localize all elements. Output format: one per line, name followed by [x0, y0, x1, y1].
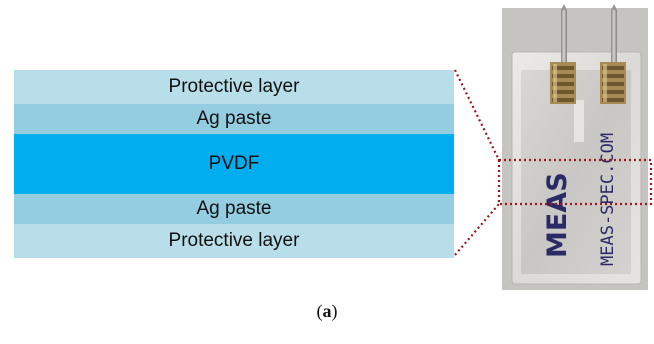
leader-line-bottom: [454, 203, 500, 256]
crimp-connector-right: [600, 62, 626, 104]
electrode-slot: [574, 100, 584, 142]
section-box: [497, 158, 653, 206]
lead-pin-left: [561, 10, 567, 70]
layer-ag-bottom: Ag paste: [14, 194, 454, 224]
sensor-url-text: MEAS-SPEC.COM: [598, 133, 618, 266]
lead-pin-right: [611, 10, 617, 70]
layer-pvdf: PVDF: [14, 134, 454, 194]
layer-label: Protective layer: [168, 76, 300, 97]
sensor-brand-text: MEAS: [542, 172, 573, 258]
layer-label: PVDF: [208, 153, 260, 174]
layer-label: Ag paste: [196, 108, 272, 129]
caption-open-paren: (: [316, 301, 323, 321]
sensor-electrode: [521, 70, 631, 274]
layer-label: Protective layer: [168, 230, 300, 251]
caption-letter: a: [322, 301, 332, 321]
layer-ag-top: Ag paste: [14, 104, 454, 134]
figure-caption: (a): [0, 301, 654, 322]
leader-line-top: [454, 69, 500, 161]
layer-stack: Protective layer Ag paste PVDF Ag paste …: [14, 70, 454, 258]
layer-protective-bottom: Protective layer: [14, 224, 454, 258]
layer-label: Ag paste: [196, 198, 272, 219]
caption-close-paren: ): [331, 301, 338, 321]
crimp-connector-left: [550, 62, 576, 104]
layer-protective-top: Protective layer: [14, 70, 454, 104]
